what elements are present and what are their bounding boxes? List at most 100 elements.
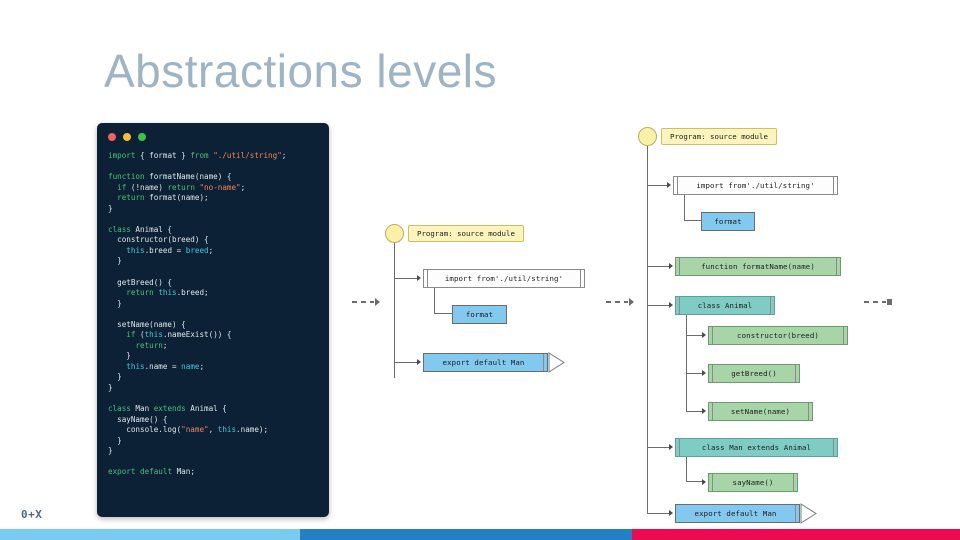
tree-trunk xyxy=(394,243,395,378)
code-line: return format(name); xyxy=(108,193,323,204)
code-token xyxy=(108,246,126,255)
code-token: console.log( xyxy=(108,425,182,435)
accent-segment-light-blue xyxy=(0,529,301,540)
dashed-line xyxy=(352,301,374,303)
maximize-dot-icon[interactable] xyxy=(138,133,146,141)
code-line: } xyxy=(108,351,323,362)
node-left-bar xyxy=(676,297,680,314)
code-token: return xyxy=(126,288,154,298)
node-format[interactable]: format xyxy=(452,305,507,324)
code-line: export default Man; xyxy=(108,467,323,478)
node-left-bar xyxy=(709,365,713,382)
arrowhead-icon xyxy=(417,275,421,281)
node-export-default[interactable]: export default Man xyxy=(675,504,800,523)
close-dot-icon[interactable] xyxy=(108,133,116,141)
arrowhead-icon xyxy=(702,408,706,414)
code-line: return; xyxy=(108,341,323,352)
code-line: import { format } from "./util/string"; xyxy=(108,151,323,162)
code-token xyxy=(108,288,126,297)
node-label: import from'./util/string' xyxy=(696,181,815,190)
export-arrow-icon xyxy=(548,352,565,373)
bottom-accent-bar xyxy=(0,529,960,540)
node-label: import from'./util/string' xyxy=(444,274,564,283)
node-class-animal[interactable]: class Animal xyxy=(675,296,775,315)
code-token: this xyxy=(144,330,163,340)
code-line xyxy=(108,162,323,173)
code-token: return xyxy=(135,340,163,350)
node-right-bar xyxy=(580,270,584,287)
tree-root-label: Program: source module xyxy=(408,225,524,242)
code-line: getBreed() { xyxy=(108,278,323,289)
code-line xyxy=(108,267,323,278)
node-import[interactable]: import from'./util/string' xyxy=(673,176,838,195)
step-arrow-code-to-middle-tree xyxy=(352,298,380,306)
tree-branch xyxy=(647,513,669,514)
footer-logo-mark: 0+X xyxy=(21,508,43,521)
node-export-default[interactable]: export default Man xyxy=(423,353,548,372)
code-token: if xyxy=(117,182,127,192)
node-right-bar xyxy=(843,327,847,344)
node-format[interactable]: format xyxy=(701,212,755,231)
code-token: Man; xyxy=(172,467,195,477)
code-token: ( xyxy=(135,330,145,340)
code-token xyxy=(108,341,135,350)
code-token: .name); xyxy=(236,425,269,435)
code-line: this.name = name; xyxy=(108,362,323,373)
tree-branch xyxy=(686,373,702,374)
code-line: } xyxy=(108,204,323,215)
code-token: "./util/string" xyxy=(213,151,282,160)
tree-branch xyxy=(394,278,417,279)
dashed-line xyxy=(864,301,886,303)
code-token: default xyxy=(140,467,173,477)
code-line: if (!name) return "no-name"; xyxy=(108,183,323,194)
minimize-dot-icon[interactable] xyxy=(123,133,131,141)
node-import[interactable]: import from'./util/string' xyxy=(423,269,585,288)
arrowhead-icon xyxy=(669,510,673,516)
node-label: setName(name) xyxy=(730,407,791,416)
node-sayname[interactable]: sayName() xyxy=(708,473,798,492)
code-token: getBreed() { xyxy=(108,277,173,287)
dashed-line xyxy=(606,301,628,303)
node-right-bar xyxy=(808,403,812,420)
code-token: ; xyxy=(281,151,287,160)
node-right-bar xyxy=(795,505,799,522)
code-token: "no-name" xyxy=(199,182,241,192)
code-token: } xyxy=(108,435,122,445)
tree-elbow xyxy=(686,457,702,482)
node-right-bar xyxy=(770,297,774,314)
node-function-formatname[interactable]: function formatName(name) xyxy=(675,257,841,276)
code-line: return this.breed; xyxy=(108,288,323,299)
tree-elbow xyxy=(434,288,452,314)
code-token: this xyxy=(126,245,145,255)
export-arrow-icon xyxy=(800,503,817,524)
node-left-bar xyxy=(676,258,680,275)
node-getbreed[interactable]: getBreed() xyxy=(708,364,800,383)
code-token: format(name); xyxy=(144,193,209,203)
accent-segment-medium-blue xyxy=(300,529,632,540)
window-traffic-lights xyxy=(108,133,146,141)
node-label: getBreed() xyxy=(731,369,777,378)
code-token xyxy=(108,330,126,339)
code-token: ; xyxy=(199,361,205,371)
ast-tree-middle: Program: source module import from'./uti… xyxy=(385,222,585,382)
node-constructor[interactable]: constructor(breed) xyxy=(708,326,848,345)
code-token: { format } xyxy=(135,151,191,160)
code-line: if (this.nameExist()) { xyxy=(108,330,323,341)
code-line: constructor(breed) { xyxy=(108,235,323,246)
tree-trunk xyxy=(647,146,648,513)
code-token: (!name) xyxy=(126,182,168,192)
tree-elbow xyxy=(684,195,701,221)
node-label: export default Man xyxy=(694,509,777,518)
code-line: this.breed = breed; xyxy=(108,246,323,257)
node-class-man[interactable]: class Man extends Animal xyxy=(675,438,838,457)
code-token: import xyxy=(108,151,136,160)
code-line: console.log("name", this.name); xyxy=(108,425,323,436)
node-right-bar xyxy=(543,354,547,371)
code-token: sayName() { xyxy=(108,414,168,424)
node-setname[interactable]: setName(name) xyxy=(708,402,813,421)
node-right-bar xyxy=(833,177,837,194)
node-right-bar xyxy=(795,365,799,382)
code-token: breed xyxy=(185,245,209,255)
code-token: if xyxy=(126,330,136,340)
code-token: class xyxy=(108,224,131,234)
